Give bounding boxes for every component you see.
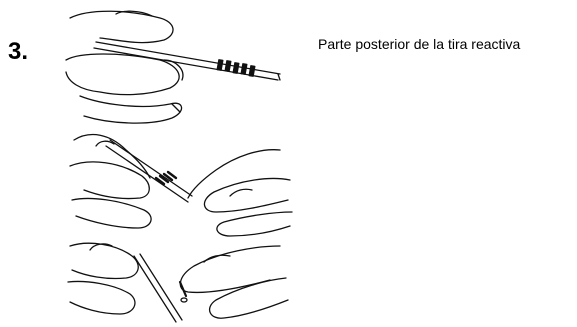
fingers-pinching-test-strip-illustration — [70, 135, 292, 236]
step-number: 3. — [8, 38, 28, 66]
test-strip-illustrations — [60, 0, 300, 327]
hand-holding-test-strip-illustration — [66, 11, 280, 123]
figure-caption: Parte posterior de la tira reactiva — [318, 36, 520, 52]
hand-placing-strip-illustration — [68, 243, 288, 322]
